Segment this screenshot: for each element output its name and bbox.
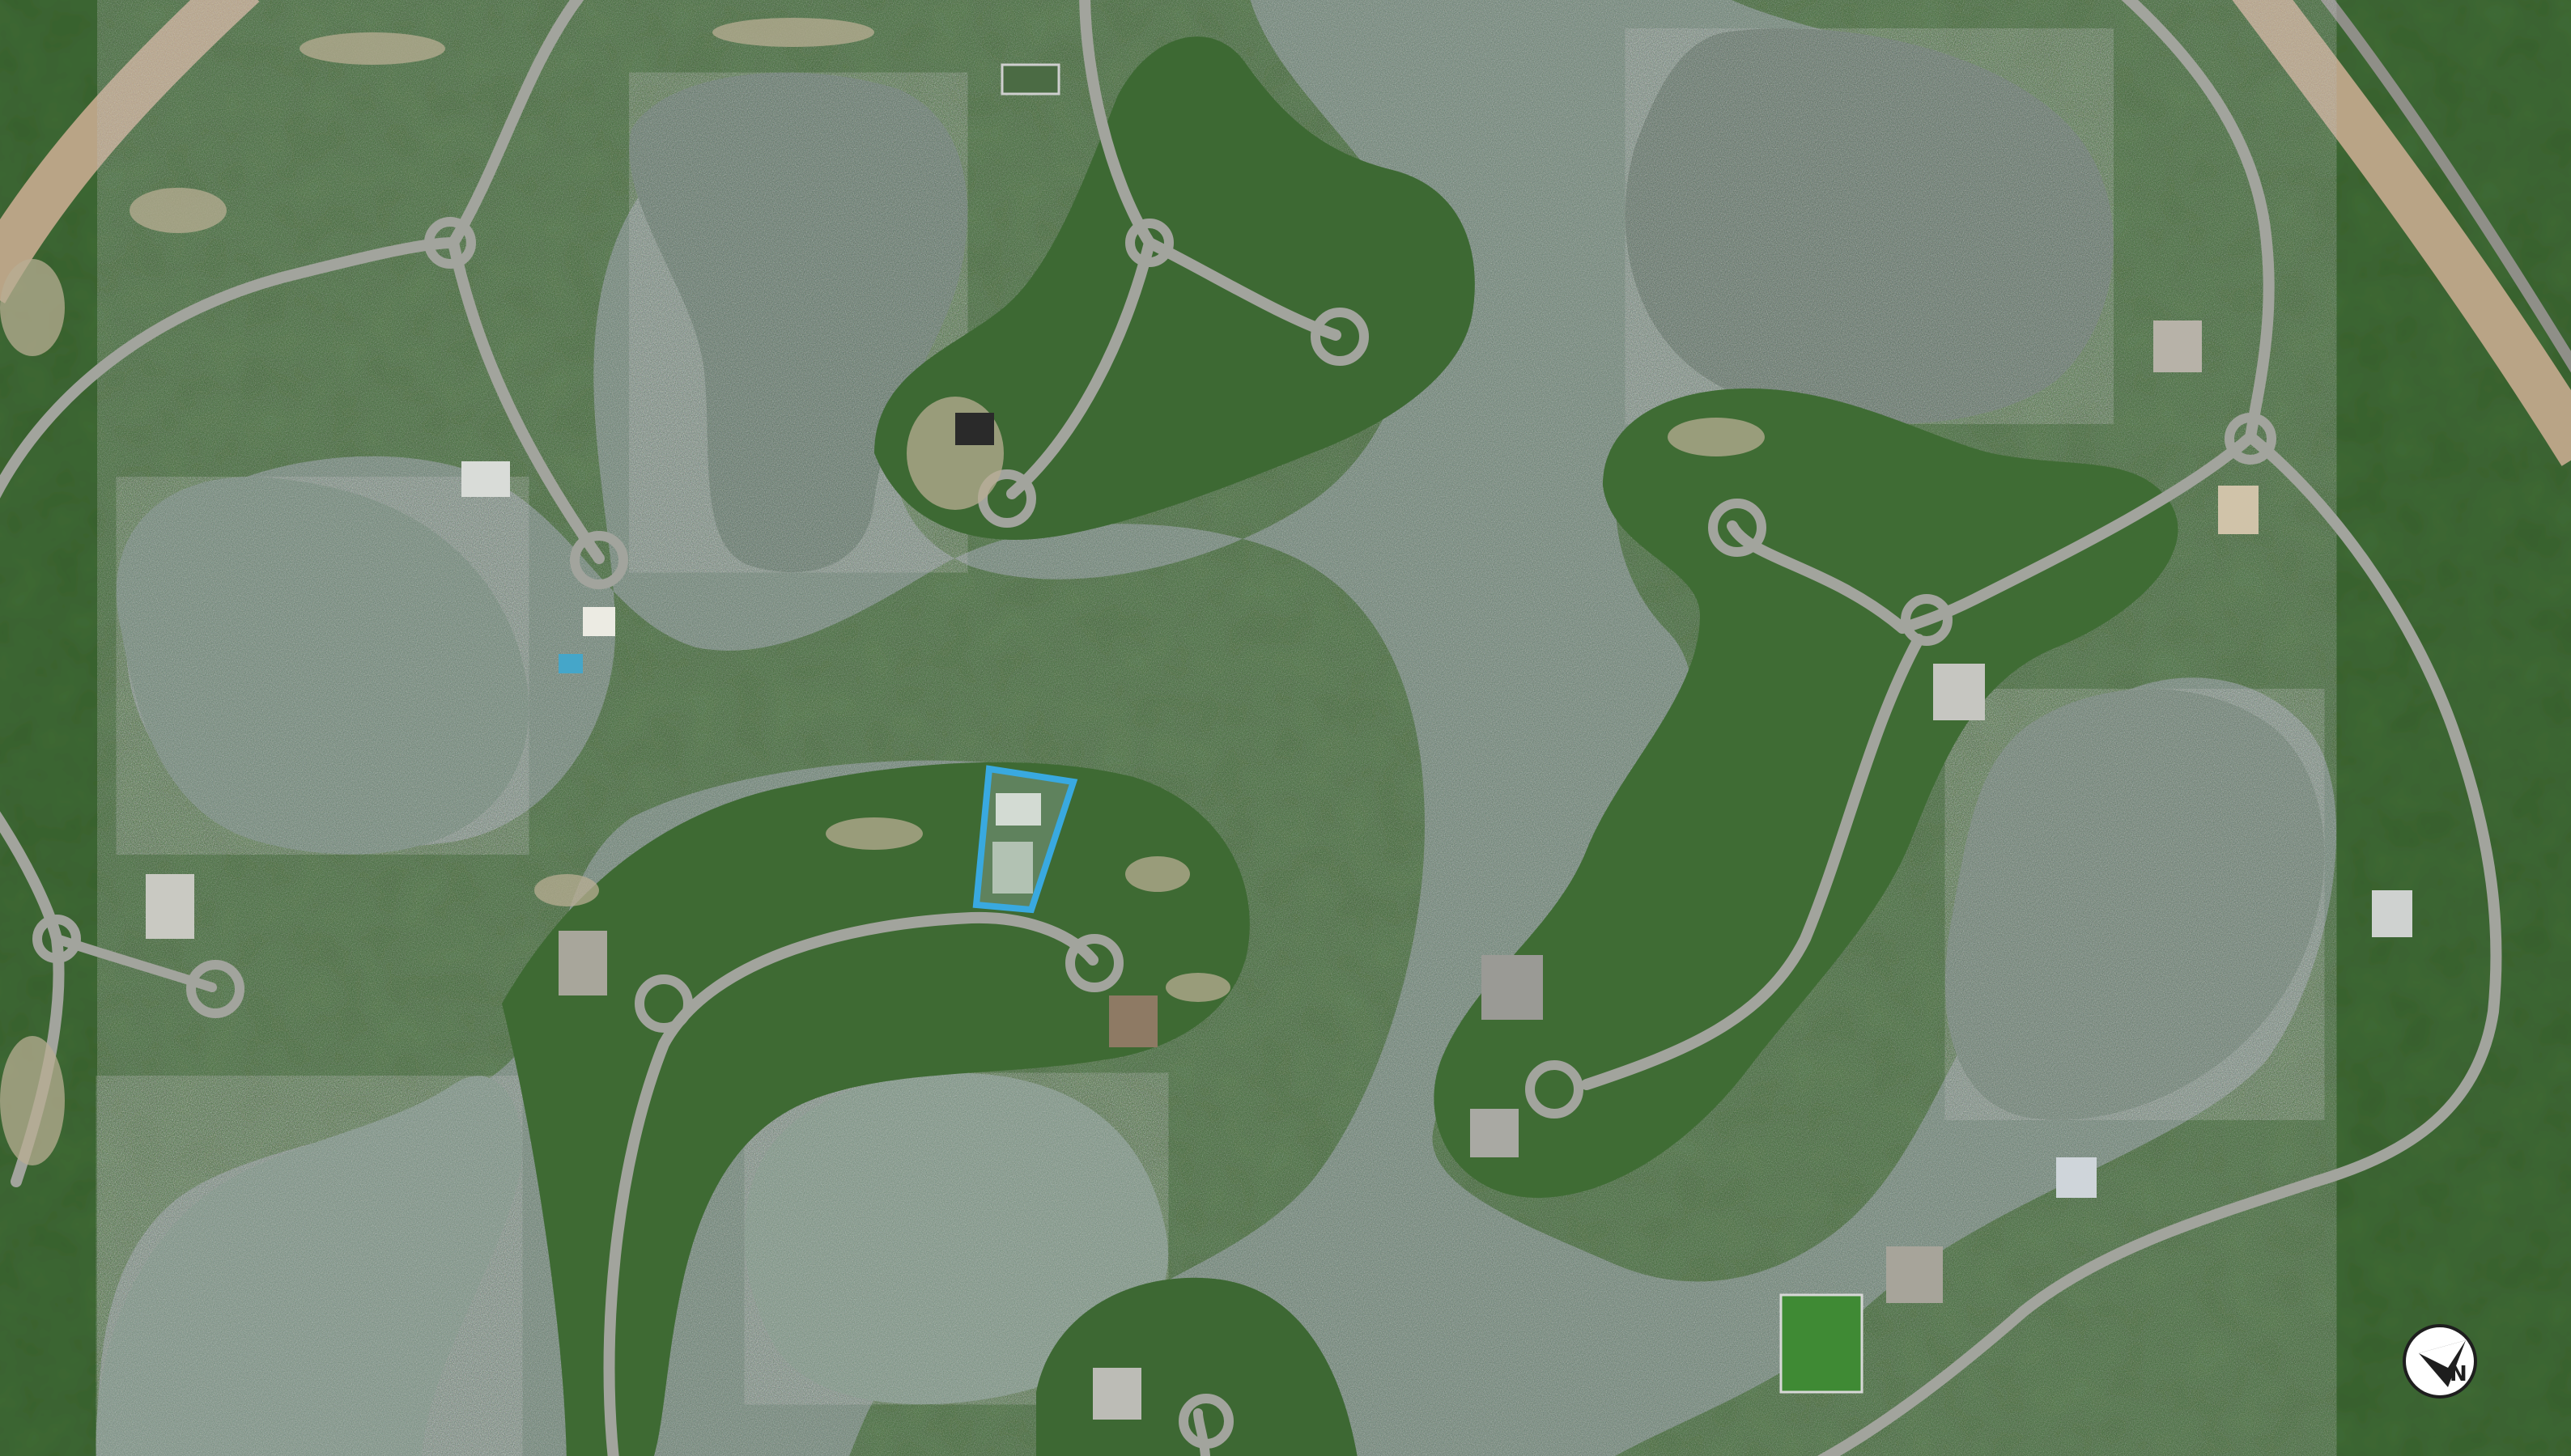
road-northwest-arc: [448, 0, 584, 248]
house-parcel: [559, 931, 607, 995]
roundabout-northeast: [2225, 413, 2276, 465]
culdesac-southwest: [186, 960, 244, 1018]
roundabout-north-center: [1125, 219, 1174, 267]
lake-northeast-lobe: [1625, 28, 2114, 424]
culdesac-south-center: [1065, 934, 1124, 992]
road-north-center: [1079, 0, 1155, 248]
house-parcel: [1093, 1368, 1141, 1420]
house-parcel: [1481, 955, 1543, 1020]
sand-patch: [826, 817, 923, 850]
house-parcel: [1470, 1109, 1519, 1157]
culdesac-east-lower: [1525, 1060, 1583, 1119]
lake-southwest-lobe: [96, 1076, 523, 1456]
sand-patch: [1668, 418, 1765, 456]
road-north-center-spur-south: [1006, 237, 1155, 499]
road-northwest-spur: [448, 237, 605, 564]
lake-east-lobe: [1944, 689, 2325, 1120]
sand-patch: [130, 188, 227, 233]
pool: [559, 654, 583, 673]
sand-patch: [1125, 856, 1190, 892]
peninsula-north-center: [874, 36, 1475, 540]
cleared-patches: [0, 18, 1765, 1165]
roundabout-west: [32, 915, 81, 963]
road-west-arc: [0, 237, 459, 499]
sand-patch: [712, 18, 874, 47]
house-parcel: [1886, 1246, 1943, 1303]
house-parcel: [1933, 664, 1985, 720]
parcel-house-plan: [996, 793, 1041, 826]
culdesac-north-east: [1311, 308, 1369, 366]
house-parcel: [955, 413, 994, 445]
road-east-descending: [1581, 634, 1924, 1090]
lake-south-bay: [744, 1072, 1169, 1405]
house-parcel: [1001, 63, 1060, 96]
sports-field: [1779, 1293, 1863, 1394]
lake-west-lobe: [116, 477, 529, 855]
house-parcel: [2153, 320, 2202, 372]
road-east-inner-culdesac: [1727, 520, 1908, 634]
road-south-center-arc: [603, 911, 1099, 1456]
roundabout-east: [1901, 594, 1953, 646]
culdesac-east-upper: [1708, 499, 1766, 557]
house-parcel: [146, 874, 194, 939]
house-parcel: [2218, 486, 2259, 534]
culdesac-south-bottom: [1179, 1394, 1234, 1449]
north-label: N: [2450, 1362, 2467, 1386]
roads: [0, 0, 2502, 1456]
house-parcel: [2372, 890, 2412, 937]
sand-patch: [0, 1036, 65, 1165]
perimeter-dirt-road-left: [0, 0, 260, 304]
house-parcel: [461, 461, 510, 497]
road-south-bottom-spur: [1193, 1408, 1210, 1456]
sand-patch: [534, 874, 599, 906]
perimeter-road-right-outer: [2320, 0, 2571, 373]
road-east-main-loop: [1817, 0, 2502, 1456]
house-parcel: [1109, 995, 1158, 1047]
house-parcel: [583, 607, 615, 636]
north-arrow-icon: N: [2403, 1324, 2477, 1399]
sand-patch: [0, 259, 65, 356]
sand-patch: [300, 32, 445, 65]
perimeter-dirt-road-right: [2232, 0, 2571, 466]
roundabout-south-west: [635, 974, 693, 1033]
road-east-inner: [1897, 431, 2256, 634]
selected-parcel[interactable]: [972, 765, 1078, 914]
roundabout-northwest: [424, 217, 476, 269]
house-parcel: [2056, 1157, 2097, 1198]
houses: [146, 63, 2412, 1420]
culdesac-west: [570, 531, 628, 589]
parcel-house-plan: [992, 842, 1033, 894]
sand-patch: [1166, 973, 1230, 1002]
